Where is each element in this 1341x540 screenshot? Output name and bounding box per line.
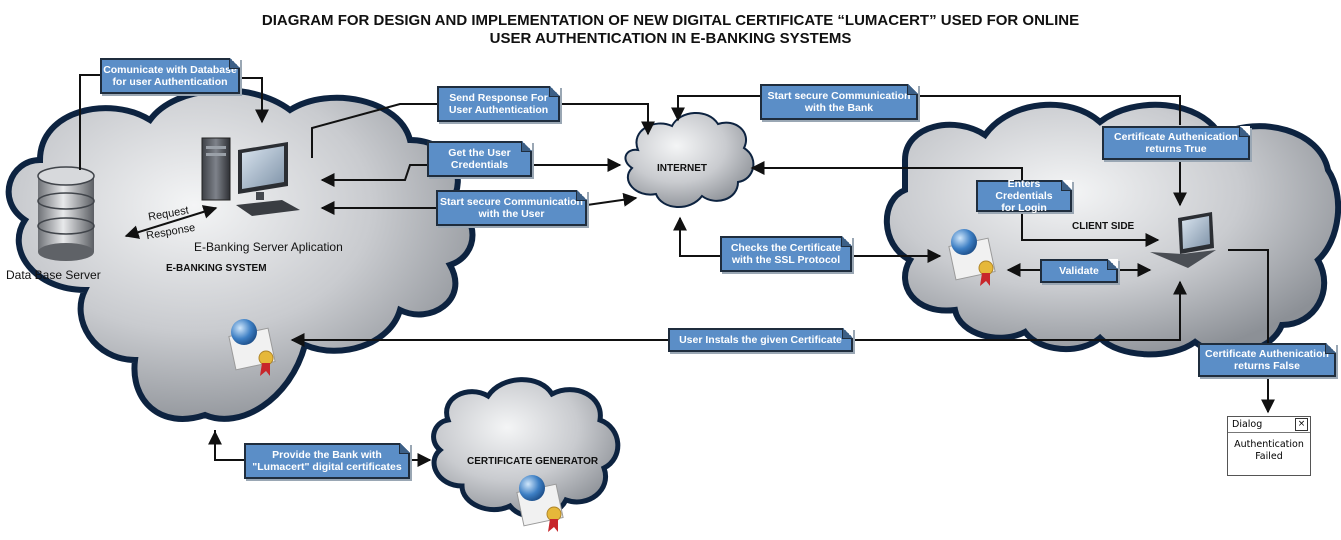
cloud-ebanking-system [5,87,476,422]
certificate-icon-generator [516,475,564,532]
dialog-message: Authentication Failed [1234,439,1304,462]
note-provide-bank-certificates: Provide the Bank with"Lumacert" digital … [244,443,410,479]
connector-secure-bank [671,95,760,122]
close-icon[interactable]: × [1295,418,1308,431]
diagram-title-line-1: DIAGRAM FOR DESIGN AND IMPLEMENTATION OF… [261,12,1080,29]
connector-send-response [311,103,648,158]
certificate-icon-ebanking [228,319,276,376]
note-user-installs-certificate: User Instals the given Certificate [668,328,853,352]
connector-secure-user-to-internet [586,192,638,207]
database-icon [37,166,95,261]
diagram-title-line-2: USER AUTHENTICATION IN E-BANKING SYSTEMS [489,30,852,47]
connector-credentials-to-server [320,164,427,187]
connector-note-to-server [240,77,269,124]
connector-check-certificate [673,216,720,257]
cloud-internet [624,111,755,209]
server-app-label: E-Banking Server Aplication [194,240,343,254]
server-computer-icon [201,137,300,216]
dialog-title: Dialog [1232,419,1263,430]
connector-db-to-note [79,74,100,170]
cloud-certificate-generator [431,377,621,520]
internet-label: INTERNET [657,163,707,174]
connector-request-response [124,205,218,239]
certificate-generator-label: CERTIFICATE GENERATOR [467,456,599,467]
dialog-title-bar: Dialog × [1228,417,1310,433]
client-laptop-icon [1150,212,1216,268]
client-side-label: CLIENT SIDE [1072,221,1135,232]
connector-enter-credentials-to-internet [750,161,1023,178]
connector-secure-bank-to-client [918,95,1181,125]
certificate-icon-client [948,229,996,286]
ebanking-system-label: E-BANKING SYSTEM [166,263,267,274]
database-label: Data Base Server [6,268,101,282]
connector-user-install-from-client [853,280,1187,341]
auth-failed-dialog: Dialog × Authentication Failed [1227,416,1311,476]
note-validate: Validate [1040,259,1118,283]
